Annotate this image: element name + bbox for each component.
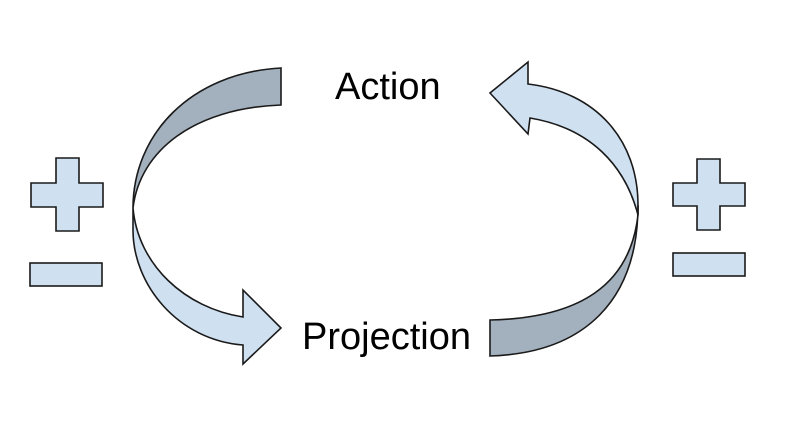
projection-label: Projection	[302, 316, 471, 358]
right-plus-icon	[672, 158, 746, 231]
left-curved-arrow-icon	[132, 207, 283, 366]
left-minus-icon	[29, 262, 103, 287]
action-label: Action	[335, 66, 441, 108]
left-plus-icon	[30, 157, 104, 232]
right-minus-icon	[672, 252, 746, 277]
right-ribbon-back	[489, 204, 639, 357]
right-curved-arrow-icon	[488, 60, 639, 216]
left-ribbon-back	[132, 67, 282, 209]
